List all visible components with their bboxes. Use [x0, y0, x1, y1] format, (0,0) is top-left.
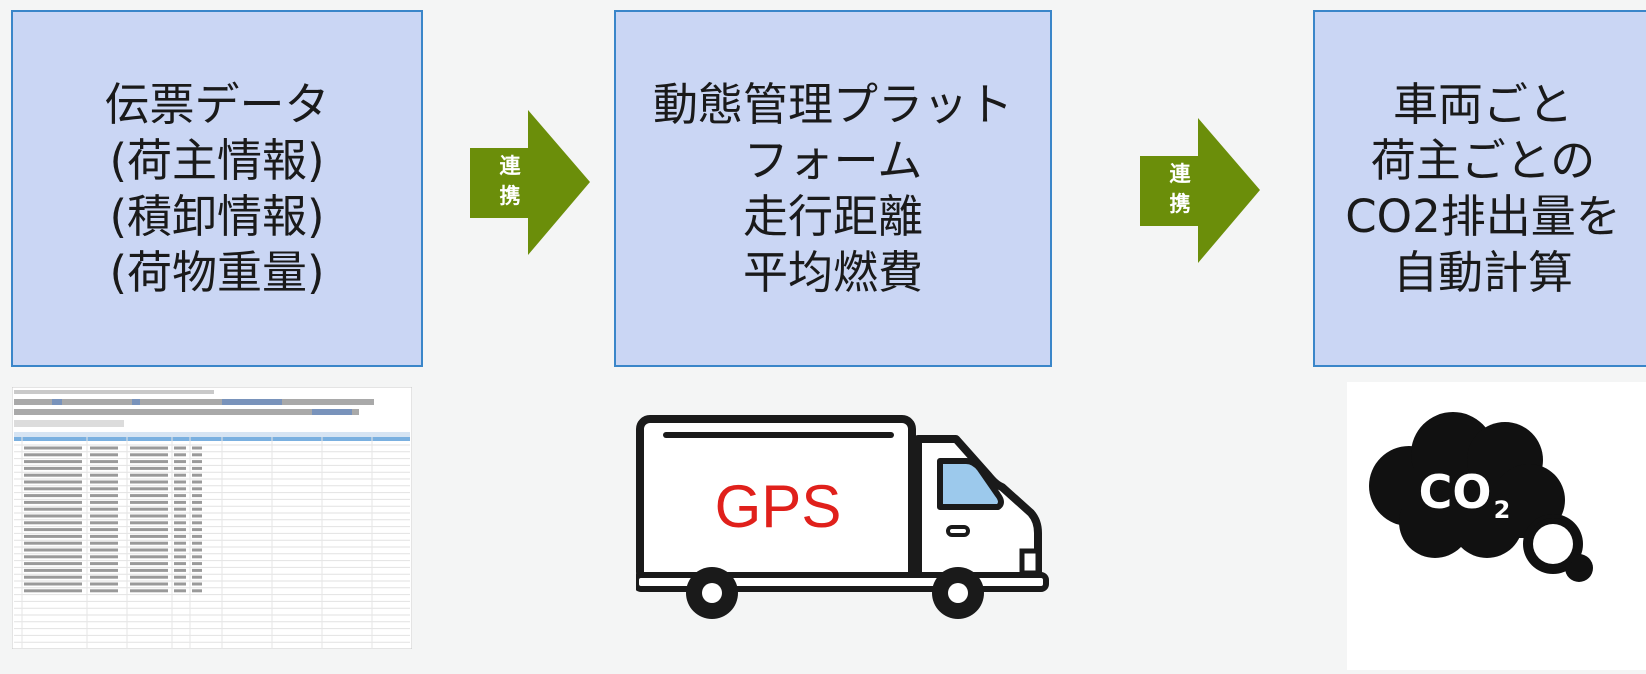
co2-cloud-image: CO 2 [1347, 382, 1646, 670]
box-line: 車両ごと [1392, 77, 1573, 131]
arrow-label-bottom: 携 [1169, 192, 1191, 216]
arrow-label-top: 連 [1169, 162, 1191, 186]
right-arrow-icon [470, 110, 590, 255]
truck-icon: GPS [633, 415, 1049, 619]
box-line: (荷主情報) [109, 133, 325, 187]
link-arrow-1: 連 携 [470, 110, 590, 260]
co2-cloud-icon: CO 2 [1369, 412, 1593, 582]
box-line: 動態管理プラット [652, 77, 1013, 131]
spreadsheet-icon [11, 386, 413, 650]
fleet-platform-box: 動態管理プラット フォーム 走行距離 平均燃費 [614, 10, 1052, 367]
gps-label: GPS [715, 473, 842, 540]
box-line: 走行距離 [742, 189, 923, 243]
box-line: 自動計算 [1392, 245, 1573, 299]
box-line: CO2排出量を [1345, 189, 1621, 243]
box-line: フォーム [743, 133, 923, 187]
voucher-data-box: 伝票データ (荷主情報) (積卸情報) (荷物重量) [11, 10, 423, 367]
box-line: 荷主ごとの [1370, 133, 1596, 187]
box-line: 平均燃費 [742, 245, 923, 299]
co2-calculation-box: 車両ごと 荷主ごとの CO2排出量を 自動計算 [1313, 10, 1646, 367]
co2-label: CO [1419, 465, 1492, 519]
spreadsheet-screenshot-image [11, 386, 413, 650]
arrow-label-top: 連 [499, 154, 521, 178]
co2-subscript: 2 [1494, 496, 1511, 524]
arrow-label-bottom: 携 [499, 184, 521, 208]
box-line: 伝票データ [104, 77, 330, 131]
link-arrow-2: 連 携 [1140, 118, 1260, 268]
right-arrow-icon [1140, 118, 1260, 263]
box-line: (積卸情報) [109, 189, 325, 243]
gps-truck-image: GPS [633, 415, 1051, 629]
box-line: (荷物重量) [109, 245, 325, 299]
